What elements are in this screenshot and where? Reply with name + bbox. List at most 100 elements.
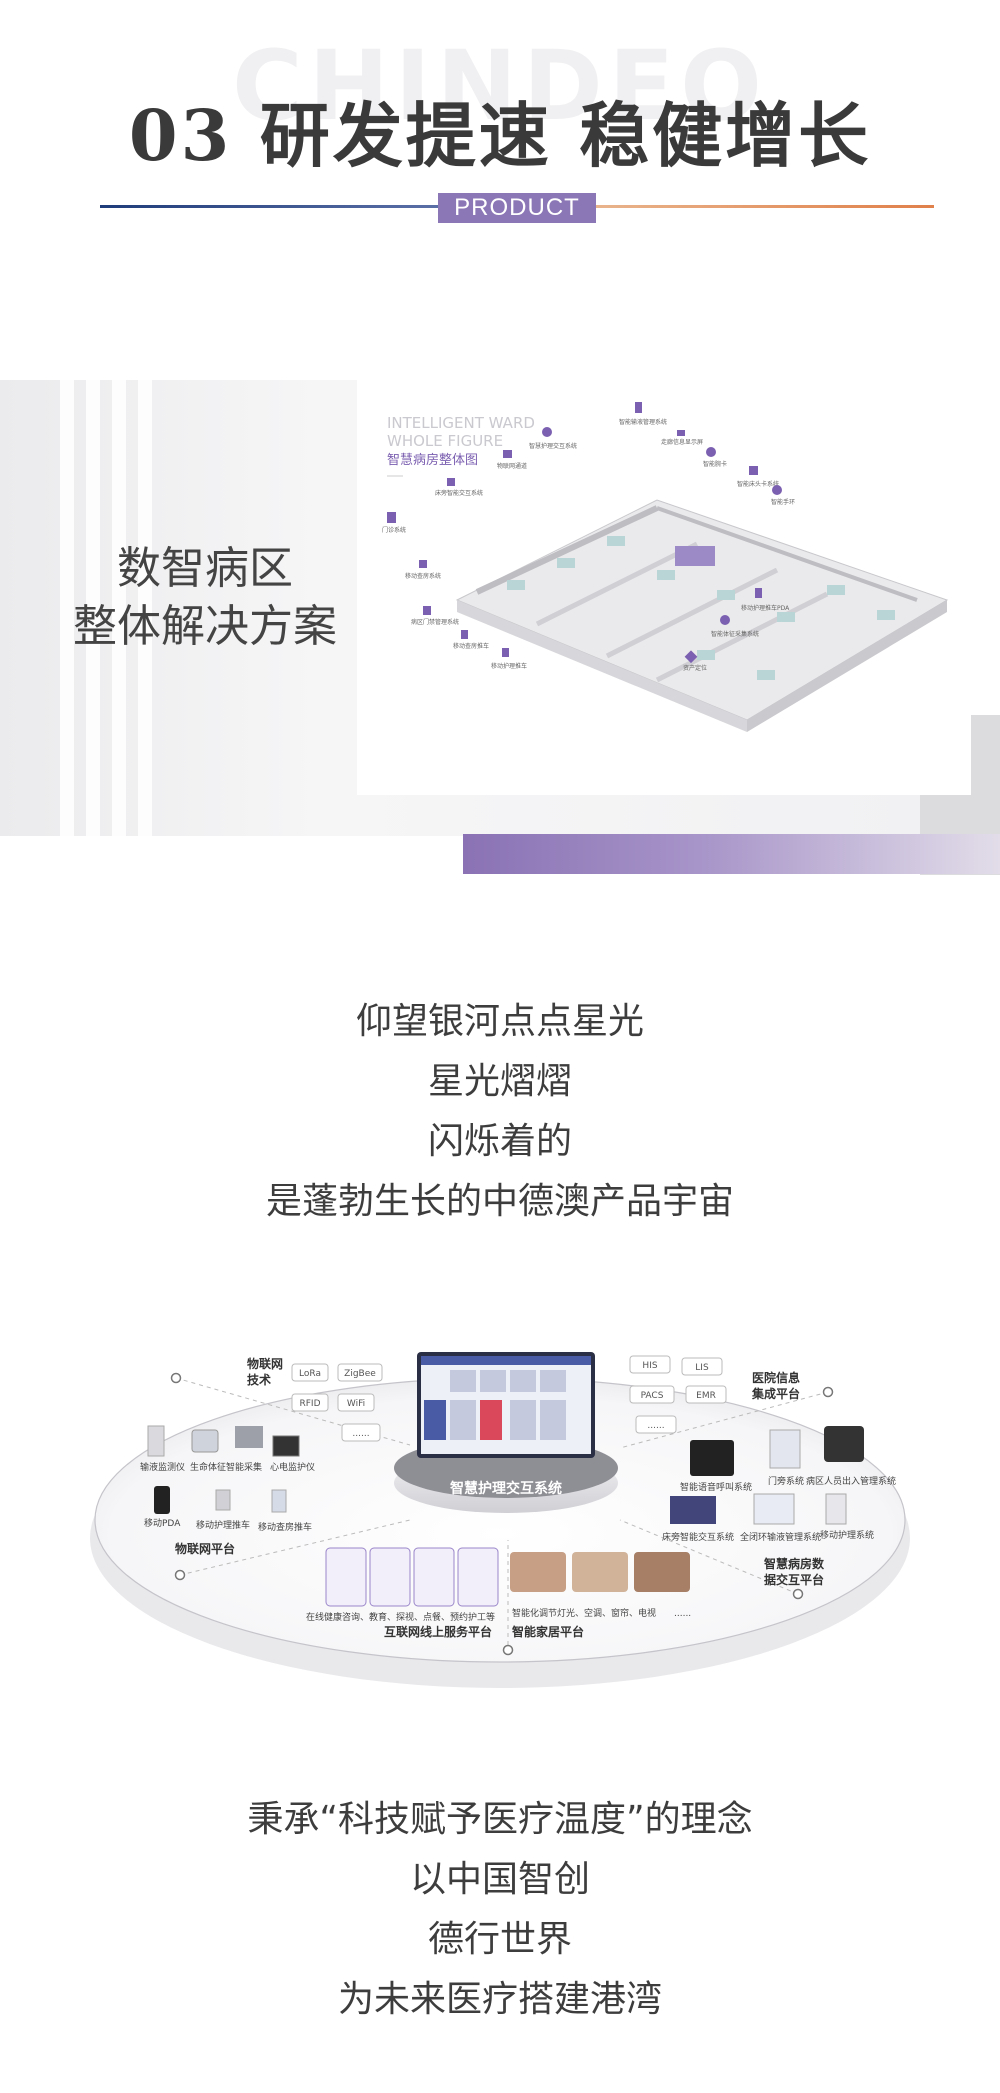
ward-callout: 智能手环 bbox=[771, 498, 795, 506]
hospital-integration-title: 集成平台 bbox=[751, 1386, 800, 1401]
monitor-icon bbox=[503, 450, 512, 458]
chip-rfid: RFID bbox=[299, 1399, 320, 1409]
device-label: 床旁智能交互系统 bbox=[662, 1531, 734, 1543]
heart-icon bbox=[542, 427, 552, 437]
access-control-icon bbox=[423, 606, 431, 615]
device-label: 移动护理系统 bbox=[820, 1529, 874, 1541]
closing-poem-block: 秉承“科技赋予医疗温度”的理念 以中国智创 德行世界 为未来医疗搭建港湾 bbox=[0, 1790, 1000, 2030]
ward-heading-line: 整体解决方案 bbox=[73, 601, 337, 652]
ward-devices: 智能语音呼叫系统 门旁系统 病区人员出入管理系统 床旁智能交互系统 全闭环输液管… bbox=[662, 1426, 896, 1587]
nursing-cart-icon bbox=[215, 1489, 231, 1511]
home-caption: 智能化调节灯光、空调、窗帘、电视 bbox=[512, 1607, 656, 1619]
ward-callout: 智慧护理交互系统 bbox=[529, 442, 577, 450]
device-label: 移动查房推车 bbox=[258, 1521, 312, 1533]
ward-stripe bbox=[112, 380, 126, 836]
ward-callout: 移动护理推车 bbox=[491, 662, 527, 670]
device-label: 全闭环输液管理系统 bbox=[740, 1531, 821, 1543]
infusion-system-icon bbox=[753, 1493, 795, 1525]
node-dot bbox=[822, 1386, 834, 1398]
app-screen-icon bbox=[325, 1547, 367, 1607]
app-screen-icon bbox=[413, 1547, 455, 1607]
ward-floor-plan bbox=[455, 499, 949, 732]
bedside-icon bbox=[447, 478, 455, 486]
chip-pacs: PACS bbox=[641, 1391, 664, 1401]
poem-line: 是蓬勃生长的中德澳产品宇宙 bbox=[265, 1181, 734, 1222]
room-photo bbox=[510, 1552, 566, 1592]
gateway-icon bbox=[235, 1426, 263, 1448]
poem-line: 为未来医疗搭建港湾 bbox=[337, 1979, 662, 2020]
ward-callouts: 门诊系统 移动查房系统 床旁智能交互系统 物联网通道 智慧护理交互系统 智能输液… bbox=[382, 402, 795, 672]
ward-round-icon bbox=[419, 560, 427, 568]
chip-more: ...... bbox=[352, 1429, 369, 1439]
mobile-pda-icon bbox=[154, 1486, 170, 1514]
round-cart-icon bbox=[461, 630, 468, 639]
section-title: 03 研发提速 稳健增长 bbox=[128, 94, 872, 177]
product-tag: PRODUCT bbox=[438, 193, 596, 223]
ward-callout: 移动查房推车 bbox=[453, 642, 489, 650]
online-service: 在线健康咨询、教育、探视、点餐、预约护工等 互联网线上服务平台 bbox=[306, 1547, 499, 1639]
bedhead-card-icon bbox=[749, 466, 758, 475]
smart-home: 智能化调节灯光、空调、窗帘、电视 ...... 智能家居平台 bbox=[510, 1552, 691, 1639]
ward-callout: 资产定位 bbox=[683, 664, 707, 672]
ward-callout: 病区门禁管理系统 bbox=[411, 618, 459, 626]
chip-emr: EMR bbox=[696, 1391, 716, 1401]
chip-more: ...... bbox=[647, 1421, 664, 1431]
ward-callout: 智能体征采集系统 bbox=[711, 630, 759, 638]
room-photo bbox=[634, 1552, 690, 1592]
home-platform-title: 智能家居平台 bbox=[511, 1624, 584, 1639]
device-label: 生命体征智能采集 bbox=[190, 1461, 262, 1473]
poem-block: 仰望银河点点星光 星光熠熠 闪烁着的 是蓬勃生长的中德澳产品宇宙 bbox=[0, 992, 1000, 1232]
voice-call-icon bbox=[690, 1440, 734, 1476]
node-dot bbox=[502, 1644, 514, 1656]
node-dot bbox=[170, 1372, 182, 1384]
node-dot bbox=[792, 1588, 804, 1600]
platform-diagram-svg: 智慧护理交互系统 物联网 技术 LoRa ZigBee RFID WiFi ..… bbox=[90, 1352, 910, 1688]
ward-platform-title: 智慧病房数 bbox=[763, 1556, 825, 1571]
ward-title-en: INTELLIGENT WARD bbox=[387, 414, 535, 432]
ward-callout: 走廊信息显示屏 bbox=[661, 438, 703, 446]
ward-callout: 物联网通道 bbox=[497, 462, 527, 470]
device-label: 移动护理推车 bbox=[196, 1519, 250, 1531]
bracelet-icon bbox=[772, 485, 782, 495]
ward-callout: 智能腕卡 bbox=[703, 460, 727, 468]
ward-callout: 智能床头卡系统 bbox=[737, 480, 779, 488]
ward-figure: INTELLIGENT WARD WHOLE FIGURE 智慧病房整体图 bbox=[382, 402, 949, 732]
door-system-icon bbox=[769, 1429, 801, 1469]
chip-zigbee: ZigBee bbox=[344, 1369, 376, 1379]
poem-line: 秉承“科技赋予医疗温度”的理念 bbox=[247, 1799, 753, 1840]
online-platform-title: 互联网线上服务平台 bbox=[384, 1624, 492, 1639]
ward-figure-card: INTELLIGENT WARD WHOLE FIGURE 智慧病房整体图 bbox=[357, 380, 971, 795]
round-cart-icon bbox=[271, 1489, 287, 1513]
wristband-icon bbox=[706, 447, 716, 457]
chip-lora: LoRa bbox=[299, 1369, 321, 1379]
ward-heading: 数智病区 整体解决方案 bbox=[40, 540, 370, 656]
door-icon bbox=[387, 512, 396, 523]
chip-wifi: WiFi bbox=[347, 1399, 365, 1409]
platform-diagram: 智慧护理交互系统 物联网 技术 LoRa ZigBee RFID WiFi ..… bbox=[80, 1300, 920, 1700]
vitals-icon bbox=[720, 615, 730, 625]
iot-tech-title: 物联网 bbox=[247, 1356, 283, 1371]
poem-line: 仰望银河点点星光 bbox=[355, 1001, 644, 1042]
corridor-display-icon bbox=[677, 430, 685, 436]
access-management-icon bbox=[824, 1426, 864, 1462]
mobile-nursing-icon bbox=[825, 1493, 847, 1525]
ward-title-cn: 智慧病房整体图 bbox=[387, 452, 478, 468]
chip-lis: LIS bbox=[695, 1363, 709, 1373]
device-label: 心电监护仪 bbox=[270, 1461, 315, 1473]
title-rule-left bbox=[100, 205, 440, 208]
app-screen-icon bbox=[457, 1547, 499, 1607]
vitals-collector-icon bbox=[191, 1429, 219, 1453]
nursing-cart-icon bbox=[502, 648, 509, 657]
ward-callout: 移动护理推车PDA bbox=[741, 604, 790, 612]
device-label: 输液监测仪 bbox=[140, 1461, 185, 1473]
poem-line: 闪烁着的 bbox=[427, 1121, 572, 1162]
ward-title-en: WHOLE FIGURE bbox=[387, 432, 503, 450]
app-screen-icon bbox=[369, 1547, 411, 1607]
iot-platform-title: 物联网平台 bbox=[175, 1541, 235, 1556]
ward-accent-bar bbox=[463, 834, 1000, 874]
chip-his: HIS bbox=[642, 1361, 657, 1371]
poem-line: 以中国智创 bbox=[409, 1859, 590, 1900]
ward-platform-title: 据交互平台 bbox=[764, 1572, 824, 1587]
infusion-icon bbox=[635, 402, 642, 413]
brand-watermark: CHINDEO bbox=[232, 30, 768, 142]
